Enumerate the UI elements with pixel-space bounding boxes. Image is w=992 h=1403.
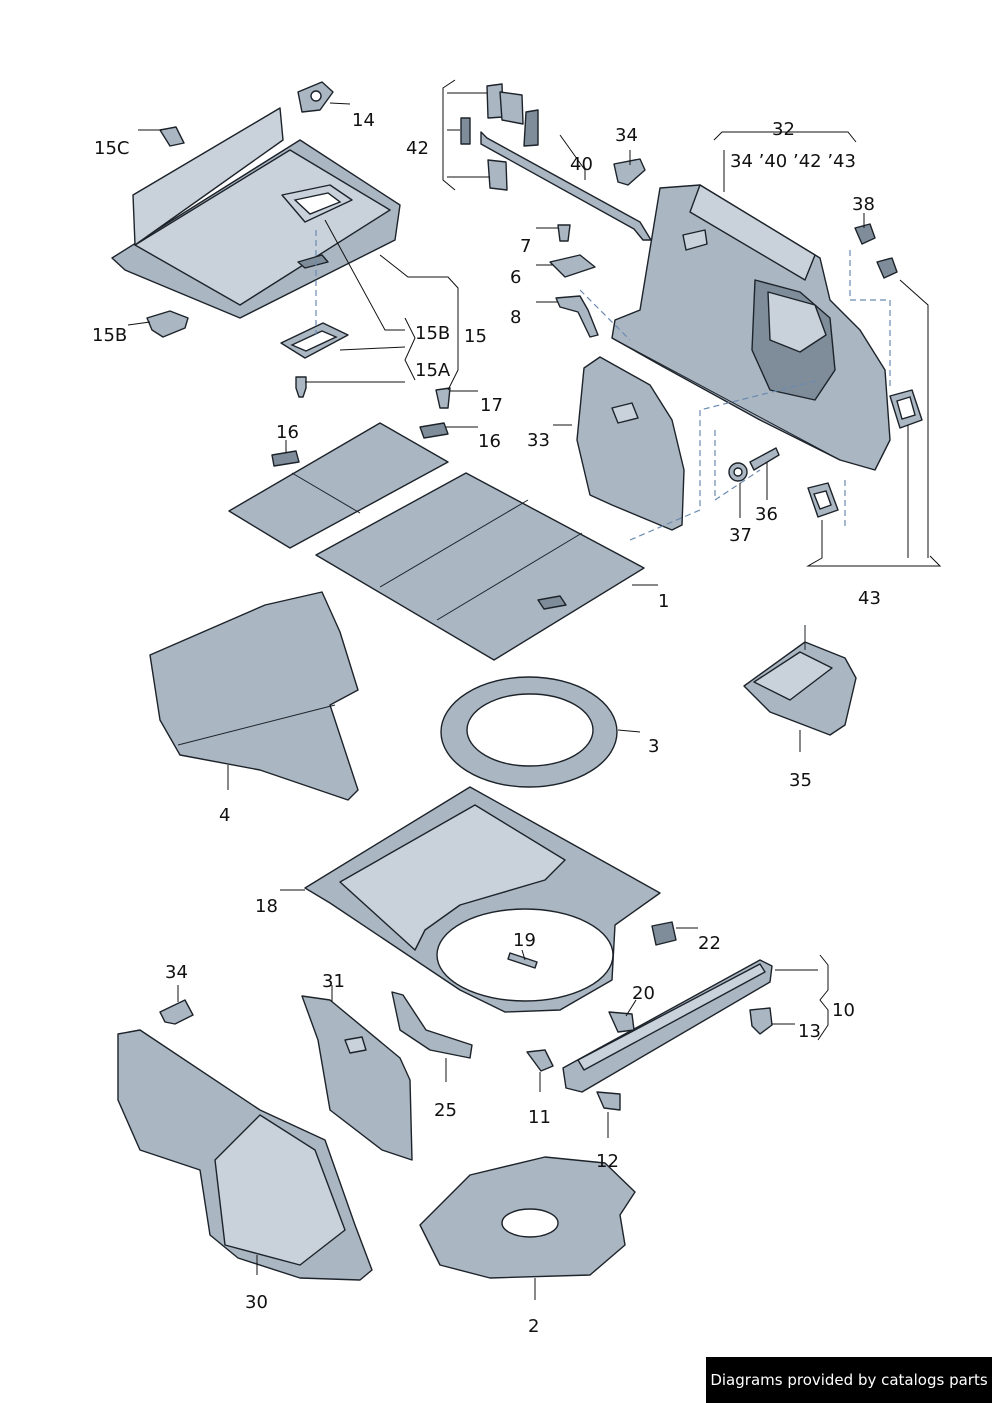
handle-15b [280, 322, 349, 359]
screw-36-nut-37 [728, 447, 780, 482]
spacer-ring-3 [440, 676, 618, 788]
callout-6: 6 [510, 267, 521, 288]
callout-33: 33 [527, 430, 550, 451]
floor-mat-2 [419, 1156, 636, 1279]
fasteners-11-12-13-20 [526, 1007, 773, 1111]
cover-33 [576, 356, 685, 531]
callout-12: 12 [596, 1151, 619, 1172]
side-trim-30 [117, 1029, 373, 1281]
callout-15c: 15C [94, 138, 129, 159]
screw-15a [295, 376, 307, 398]
luggage-cover-15 [111, 107, 401, 319]
callout-30: 30 [245, 1292, 268, 1313]
sill-trim-10 [562, 959, 773, 1093]
callout-3: 3 [648, 736, 659, 757]
bracket-42 [460, 83, 539, 191]
screw-7-bracket-6-8 [549, 224, 599, 338]
callout-8: 8 [510, 307, 521, 328]
callout-32-subparts: 34 ’40 ’42 ’43 [730, 151, 856, 172]
callout-15b-right: 15B [415, 323, 450, 344]
footer-credit: Diagrams provided by catalogs parts [706, 1357, 992, 1403]
callout-34-top: 34 [615, 125, 638, 146]
callout-labels: 14 15C 15B 15B 15 15A 42 40 34 32 34 ’40… [92, 110, 881, 1337]
callout-37: 37 [729, 525, 752, 546]
callout-43: 43 [858, 588, 881, 609]
callout-14: 14 [352, 110, 375, 131]
side-trim-32 [611, 184, 891, 471]
callout-1: 1 [658, 591, 669, 612]
callout-25: 25 [434, 1100, 457, 1121]
callout-35: 35 [789, 770, 812, 791]
clip-38 [854, 223, 898, 279]
callout-19: 19 [513, 930, 536, 951]
assembly-lines [315, 230, 891, 541]
callout-20: 20 [632, 983, 655, 1004]
callout-4: 4 [219, 805, 230, 826]
hook-34-bottom [159, 999, 194, 1025]
trim-piece-25 [391, 991, 473, 1059]
callout-11: 11 [528, 1107, 551, 1128]
callout-2: 2 [528, 1316, 539, 1337]
clip-16 [271, 422, 449, 467]
callout-31: 31 [322, 971, 345, 992]
callout-22: 22 [698, 933, 721, 954]
callout-16-left: 16 [276, 422, 299, 443]
callout-15b-left: 15B [92, 325, 127, 346]
callout-38: 38 [852, 194, 875, 215]
floor-covering-1 [228, 422, 645, 661]
callout-42: 42 [406, 138, 429, 159]
callout-40: 40 [570, 154, 593, 175]
callout-15a: 15A [415, 360, 451, 381]
clip-14 [297, 81, 334, 113]
holder-15c [159, 126, 185, 147]
callout-32: 32 [772, 119, 795, 140]
insulation-mat-4 [149, 591, 359, 801]
callout-7: 7 [520, 236, 531, 257]
callout-17: 17 [480, 395, 503, 416]
storage-box-35 [743, 625, 857, 736]
callout-15: 15 [464, 326, 487, 347]
callout-34-bottom: 34 [165, 962, 188, 983]
strap-40 [480, 131, 652, 241]
hook-34-top [613, 158, 646, 186]
leader-lines [127, 79, 942, 1300]
callout-13: 13 [798, 1021, 821, 1042]
clip-17 [435, 387, 451, 409]
floor-tray-18 [304, 786, 677, 1013]
holder-15b [146, 310, 189, 338]
callout-36: 36 [755, 504, 778, 525]
frames-43 [807, 389, 923, 518]
callout-10: 10 [832, 1000, 855, 1021]
callout-18: 18 [255, 896, 278, 917]
cover-31 [301, 995, 413, 1161]
callout-16-right: 16 [478, 431, 501, 452]
